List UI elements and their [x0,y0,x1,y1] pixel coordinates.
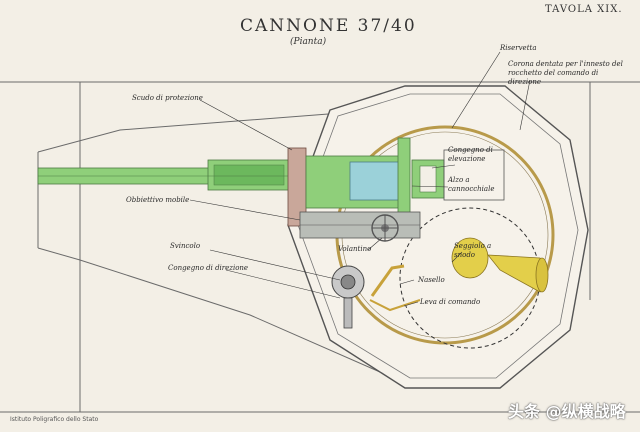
hull-outline [0,81,640,413]
label-alzo: Alzo a cannocchiale [448,176,495,193]
label-nasello: Nasello [418,276,445,284]
command-lever [370,264,405,297]
breech-assembly [299,137,505,239]
direction-gear [331,265,365,329]
label-svincolo: Svincolo [170,242,201,250]
handwheel [371,214,399,242]
printer-imprint: Istituto Poligrafico dello Stato [10,416,99,423]
gun-barrel [37,159,291,191]
swivel-seat [451,237,549,293]
label-obbiettivo: Obbiettivo mobile [126,196,190,204]
drawing-title: CANNONE 37/40 [240,16,417,36]
leader-lines [189,51,531,307]
lever-shaft [369,299,421,312]
watermark: 头条 @纵横战略 [508,402,626,421]
label-leva: Leva di comando [420,298,481,306]
drawing-subtitle: (Pianta) [290,37,327,47]
label-congegno-elevazione: Congegno di elevazione [448,146,493,163]
plate-number: TAVOLA XIX. [545,4,623,15]
label-congegno-direzione: Congegno di direzione [168,264,249,272]
label-volantino: Volantino [338,245,372,253]
label-corona: Corona dentata per l'innesto del rocchet… [508,60,623,86]
label-seggiolo: Seggiolo a snodo [454,242,492,259]
label-riservetta: Riservetta [500,44,537,52]
label-scudo: Scudo di protezione [132,94,203,102]
